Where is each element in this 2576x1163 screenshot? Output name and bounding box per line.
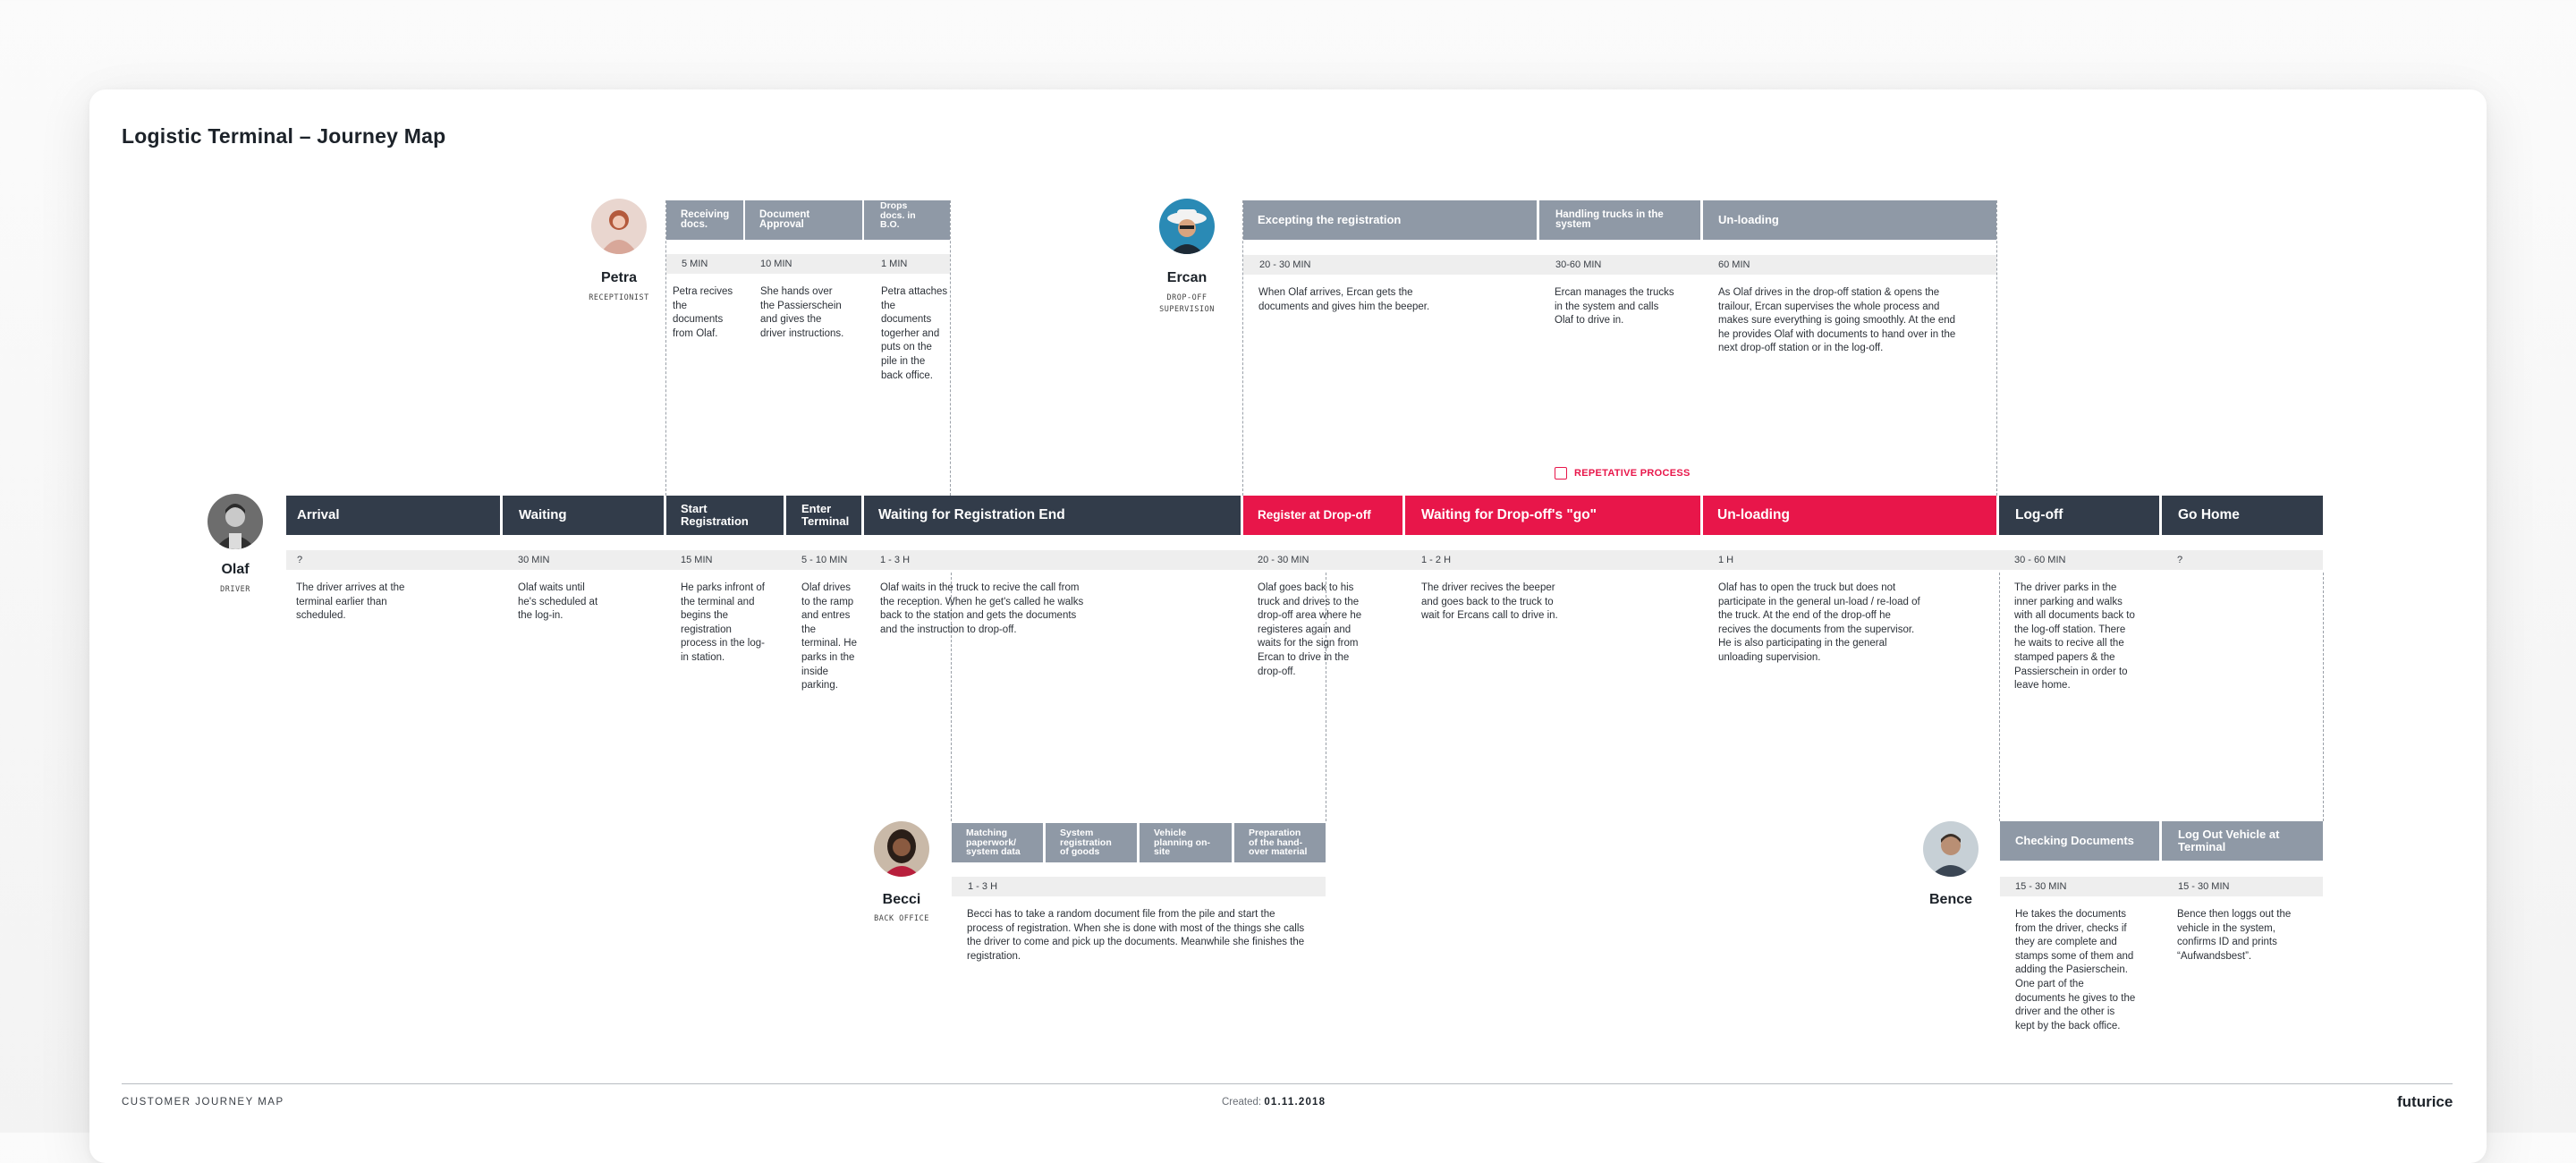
olaf-step-desc: The driver parks in the inner parking an… <box>2014 582 2135 692</box>
ercan-step-header: Un-loading <box>1703 200 1996 240</box>
created-label: Created: <box>1222 1097 1262 1108</box>
connector-line <box>951 573 952 821</box>
created-date: 01.11.2018 <box>1264 1097 1326 1108</box>
ercan-role: DROP-OFF SUPERVISION <box>1159 293 1215 314</box>
becci-step-header: Matching paperwork/ system data <box>952 823 1043 862</box>
ercan-step-desc: When Olaf arrives, Ercan gets the docume… <box>1258 287 1430 312</box>
olaf-step-header: Waiting <box>503 496 664 535</box>
olaf-step-header: Un-loading <box>1703 496 1996 535</box>
petra-duration: 5 MIN <box>682 259 708 269</box>
petra-avatar <box>591 199 647 254</box>
ercan-duration: 30-60 MIN <box>1555 259 1602 270</box>
becci-step-header: Vehicle planning on-site <box>1140 823 1232 862</box>
becci-step-header: Preparation of the hand-over material <box>1234 823 1326 862</box>
connector-line <box>2323 573 2324 821</box>
bence-name: Bence <box>1928 892 1973 907</box>
bence-duration-band: 15 - 30 MIN 15 - 30 MIN <box>2000 877 2323 896</box>
petra-step-header: Receiving docs. <box>666 200 743 240</box>
connector-line <box>665 200 666 496</box>
connector-line <box>950 200 951 496</box>
ercan-duration: 20 - 30 MIN <box>1259 259 1311 270</box>
footer-created: Created: 01.11.2018 <box>1222 1097 1326 1108</box>
bence-avatar <box>1923 821 1979 877</box>
repetative-process-label: REPETATIVE PROCESS <box>1555 467 1690 480</box>
ercan-step-desc: As Olaf drives in the drop-off station &… <box>1718 287 1956 354</box>
petra-step-header: Drops docs. in B.O. <box>864 200 950 240</box>
olaf-role: DRIVER <box>220 585 250 594</box>
repeat-icon <box>1555 467 1567 480</box>
olaf-step-desc: Olaf goes back to his truck and drives t… <box>1258 582 1362 677</box>
olaf-duration: 5 - 10 MIN <box>801 555 848 565</box>
petra-step-desc: Petra attaches the documents togerher an… <box>881 286 948 381</box>
footer-divider <box>122 1083 2453 1084</box>
olaf-duration: ? <box>2177 555 2183 565</box>
repetative-text: REPETATIVE PROCESS <box>1574 468 1690 479</box>
becci-step-desc: Becci has to take a random document file… <box>967 909 1305 962</box>
olaf-duration: 30 MIN <box>518 555 550 565</box>
olaf-step-desc: Olaf waits in the truck to recive the ca… <box>880 582 1084 635</box>
olaf-step-header: Log-off <box>1999 496 2159 535</box>
footer-doc-type: CUSTOMER JOURNEY MAP <box>122 1097 284 1108</box>
becci-step-header: System registration of goods <box>1046 823 1137 862</box>
olaf-step-header: Register at Drop-off <box>1243 496 1402 535</box>
olaf-name: Olaf <box>221 562 250 577</box>
ercan-avatar <box>1159 199 1215 254</box>
page-title: Logistic Terminal – Journey Map <box>122 124 446 148</box>
ercan-name: Ercan <box>1166 270 1208 285</box>
bence-step-header: Log Out Vehicle at Terminal <box>2162 821 2323 861</box>
ercan-step-header: Excepting the registration <box>1243 200 1537 240</box>
olaf-step-header: Arrival <box>286 496 500 535</box>
olaf-step-header: Start Registration <box>666 496 784 535</box>
becci-duration: 1 - 3 H <box>952 877 1326 896</box>
bence-step-desc: Bence then loggs out the vehicle in the … <box>2177 909 2292 962</box>
petra-name: Petra <box>600 270 638 285</box>
petra-step-desc: She hands over the Passierschein and giv… <box>760 286 844 339</box>
ercan-step-header: Handling trucks in the system <box>1539 200 1700 240</box>
olaf-step-header: Go Home <box>2162 496 2323 535</box>
petra-step-header: Document Approval <box>745 200 862 240</box>
olaf-duration: ? <box>297 555 303 565</box>
brand-logo: futurice <box>2397 1093 2453 1110</box>
connector-line <box>1242 200 1243 496</box>
ercan-step-desc: Ercan manages the trucks in the system a… <box>1555 287 1674 327</box>
becci-avatar <box>874 821 929 877</box>
ercan-duration: 60 MIN <box>1718 259 1750 270</box>
olaf-step-header: Enter Terminal <box>786 496 861 535</box>
olaf-duration-band: ? 30 MIN 15 MIN 5 - 10 MIN 1 - 3 H 20 - … <box>286 550 2323 570</box>
petra-duration: 10 MIN <box>760 259 792 269</box>
becci-name: Becci <box>882 892 921 907</box>
becci-role: BACK OFFICE <box>874 914 929 923</box>
olaf-step-header: Waiting for Registration End <box>864 496 1241 535</box>
bence-duration: 15 - 30 MIN <box>2178 881 2230 892</box>
petra-step-desc: Petra recives the documents from Olaf. <box>673 286 733 339</box>
olaf-step-desc: He parks infront of the terminal and beg… <box>681 582 765 663</box>
bence-step-desc: He takes the documents from the driver, … <box>2015 909 2136 1031</box>
connector-line <box>1999 573 2000 821</box>
olaf-step-desc: Olaf has to open the truck but does not … <box>1718 582 1920 663</box>
ercan-duration-band: 20 - 30 MIN 30-60 MIN 60 MIN <box>1243 255 1996 275</box>
bence-duration: 15 - 30 MIN <box>2015 881 2067 892</box>
olaf-step-desc: The driver recives the beeper and goes b… <box>1421 582 1558 622</box>
olaf-duration: 1 H <box>1718 555 1734 565</box>
olaf-duration: 15 MIN <box>681 555 713 565</box>
bence-step-header: Checking Documents <box>2000 821 2159 861</box>
petra-duration-band: 5 MIN 10 MIN 1 MIN <box>666 254 950 274</box>
olaf-duration: 1 - 3 H <box>880 555 911 565</box>
olaf-duration: 1 - 2 H <box>1421 555 1452 565</box>
olaf-step-desc: Olaf drives to the ramp and entres the t… <box>801 582 857 692</box>
olaf-duration: 20 - 30 MIN <box>1258 555 1309 565</box>
olaf-step-header: Waiting for Drop-off's "go" <box>1405 496 1700 535</box>
olaf-duration: 30 - 60 MIN <box>2014 555 2066 565</box>
olaf-step-desc: Olaf waits until he's scheduled at the l… <box>518 582 598 622</box>
olaf-step-desc: The driver arrives at the terminal earli… <box>296 582 405 622</box>
petra-duration: 1 MIN <box>881 259 908 269</box>
olaf-avatar <box>208 494 263 549</box>
connector-line <box>1996 200 1997 496</box>
petra-role: RECEPTIONIST <box>589 293 649 302</box>
